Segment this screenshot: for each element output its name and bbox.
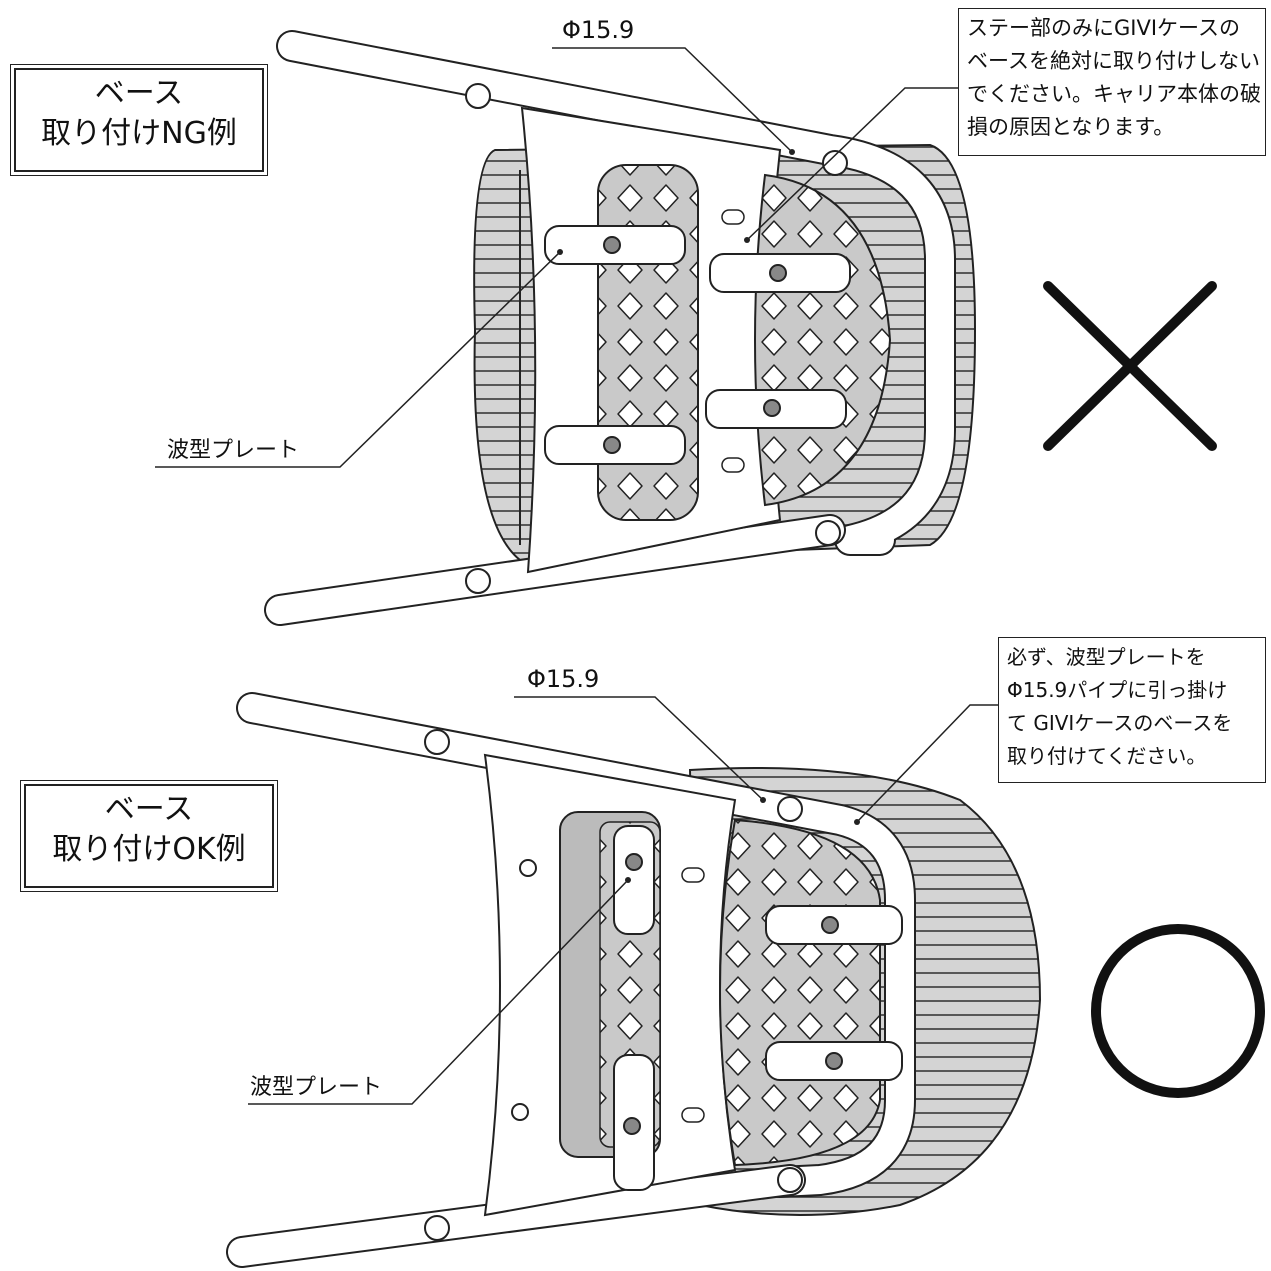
ok-wave-plate-right <box>719 818 881 1167</box>
ng-cross-mark <box>1043 281 1217 451</box>
ok-plate-leader <box>248 879 629 1105</box>
ng-title-box: ベース 取り付けNG例 <box>10 64 268 176</box>
ng-note-line-2: ベースを絶対に取り付けしない <box>967 49 1260 73</box>
ok-note-leader <box>856 704 998 823</box>
ok-circle-mark <box>1091 924 1265 1098</box>
ng-note-line-4: 損の原因となります。 <box>967 115 1175 139</box>
ok-title-box: ベース 取り付けOK例 <box>20 780 278 892</box>
ok-note-line-1: 必ず、波型プレートを <box>1007 645 1206 669</box>
ok-plate-label: 波型プレート <box>250 1075 382 1100</box>
ng-note-line-1: ステー部のみにGIVIケースの <box>967 16 1240 40</box>
ng-clamp-2 <box>544 425 686 465</box>
ok-instruction-note: 必ず、波型プレートを Φ15.9パイプに引っ掛け て GIVIケースのベースを … <box>998 637 1266 783</box>
ng-clamp-1 <box>544 225 686 265</box>
ng-title-line2: 取り付けNG例 <box>41 116 237 151</box>
ok-note-line-4: 取り付けてください。 <box>1007 744 1207 768</box>
ok-clamp-2 <box>613 1054 655 1191</box>
ng-title-line1: ベース <box>94 76 184 111</box>
ok-note-line-3: て GIVIケースのベースを <box>1007 711 1233 735</box>
ng-pipe-label: Φ15.9 <box>562 16 634 44</box>
ng-note-leader <box>746 87 958 241</box>
ok-clamp-4 <box>765 1041 903 1081</box>
ok-note-line-2: Φ15.9パイプに引っ掛け <box>1007 678 1228 702</box>
ok-clamp-3 <box>765 905 903 945</box>
ng-diagram <box>155 30 1217 626</box>
ng-note-line-3: でください。キャリア本体の破 <box>967 82 1261 106</box>
ok-title-line1: ベース <box>104 792 194 827</box>
ng-plate-leader <box>155 251 561 468</box>
ng-clamp-4 <box>705 389 847 429</box>
ok-title-line2: 取り付けOK例 <box>52 832 246 867</box>
ok-pipe-leader <box>514 696 764 801</box>
ok-pipe-label: Φ15.9 <box>527 665 599 693</box>
ng-clamp-3 <box>709 253 851 293</box>
ng-pipe-leader <box>552 47 793 153</box>
ok-diagram <box>226 692 1265 1268</box>
ng-plate-label: 波型プレート <box>167 438 299 463</box>
ok-clamp-1 <box>613 825 655 935</box>
ng-warning-note: ステー部のみにGIVIケースの ベースを絶対に取り付けしない でください。キャリ… <box>958 8 1266 156</box>
ng-wave-plate-left <box>597 164 699 521</box>
